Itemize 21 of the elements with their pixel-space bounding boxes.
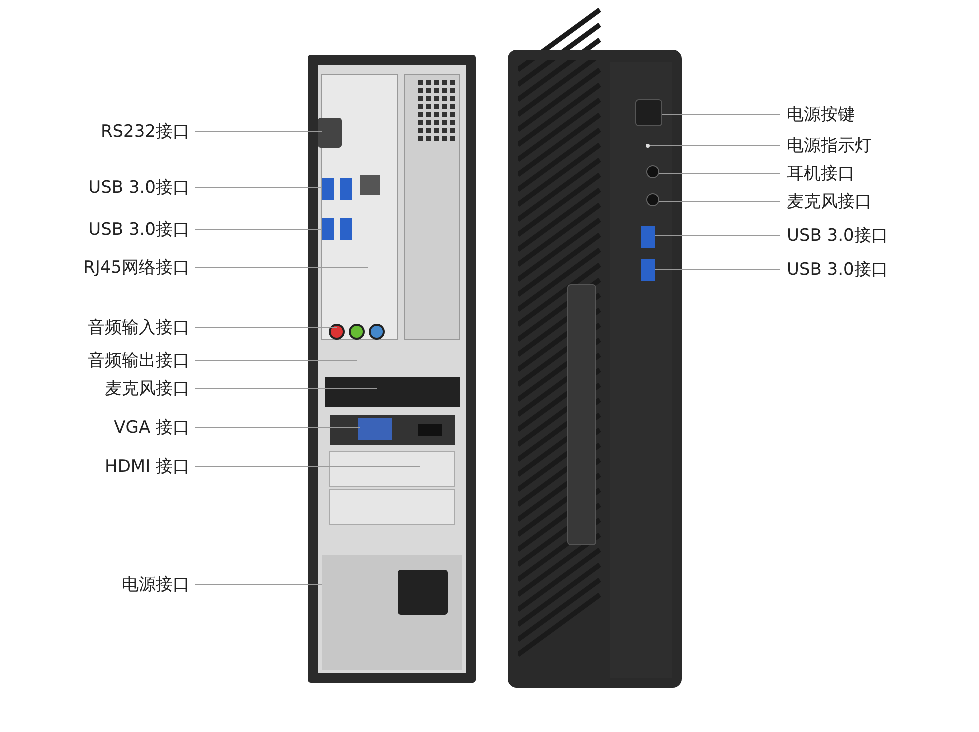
leader-line — [194, 388, 378, 390]
port-label: USB 3.0接口 — [787, 259, 888, 281]
leader-line — [194, 584, 322, 586]
leader-line — [194, 466, 420, 468]
port-label: 电源指示灯 — [787, 135, 872, 157]
port-label: USB 3.0接口 — [787, 225, 888, 247]
port-label: RS232接口 — [10, 121, 190, 143]
port-label: USB 3.0接口 — [10, 219, 190, 241]
port-label: HDMI 接口 — [10, 456, 190, 478]
port-label: 麦克风接口 — [787, 191, 872, 213]
port-label: 电源按键 — [787, 104, 855, 126]
port-label: 音频输出接口 — [10, 350, 190, 372]
port-label: 麦克风接口 — [10, 378, 190, 400]
port-label: 音频输入接口 — [10, 317, 190, 339]
port-label: 耳机接口 — [787, 163, 855, 185]
leader-line — [662, 114, 780, 116]
port-label: USB 3.0接口 — [10, 177, 190, 199]
port-label: VGA 接口 — [10, 417, 190, 439]
leader-line — [194, 360, 358, 362]
port-label: 电源接口 — [10, 574, 190, 596]
port-label: RJ45网络接口 — [10, 257, 190, 279]
